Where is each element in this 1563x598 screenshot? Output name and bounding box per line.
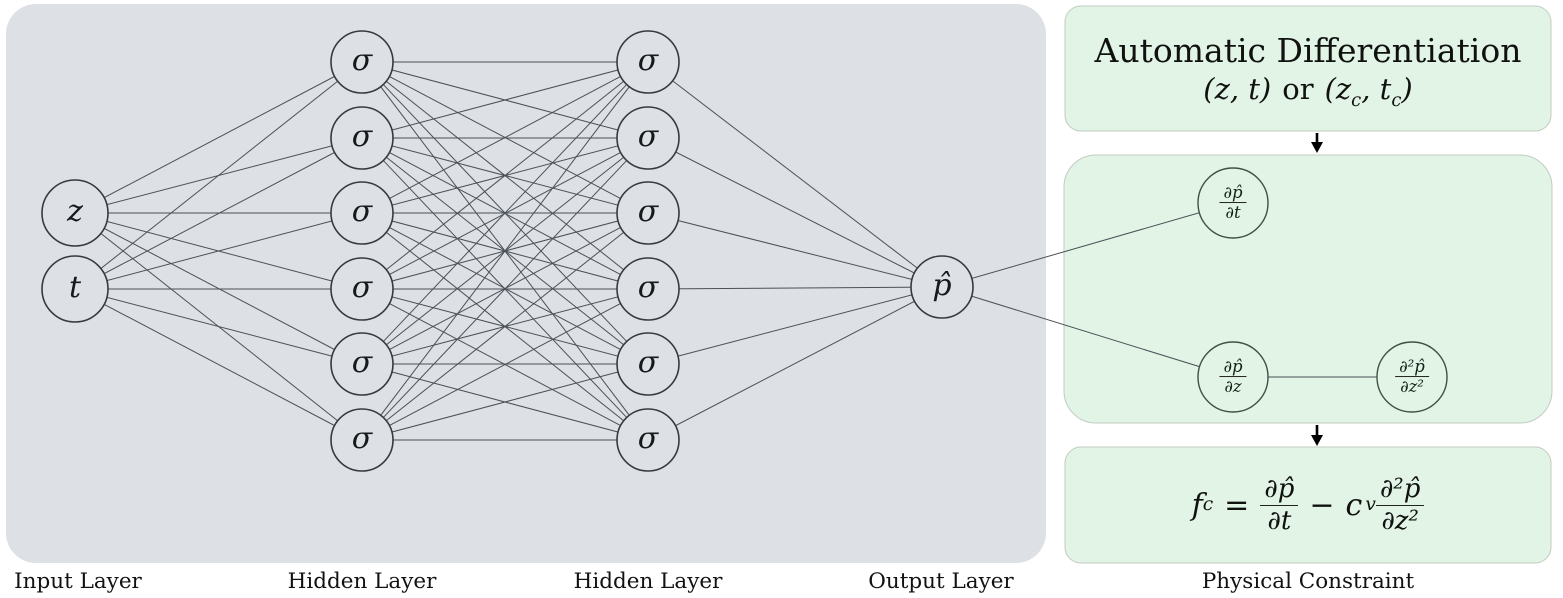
- output-node-phat: [910, 255, 974, 319]
- network-panel: [6, 4, 1046, 563]
- input-layer-label: Input Layer: [14, 569, 142, 594]
- dpdz-numerator: ∂p̂: [1219, 357, 1247, 378]
- deriv-node-d2pdz2: ∂²p̂∂z²: [1395, 357, 1429, 397]
- hidden-layer1-label: Hidden Layer: [287, 569, 437, 594]
- ad-expr-sub-c2: c: [1391, 89, 1402, 111]
- edge-hidden1-hidden2: [361, 61, 649, 441]
- hidden-layer2-label: Hidden Layer: [573, 569, 723, 594]
- deriv-node-dpdz: ∂p̂∂z: [1219, 357, 1247, 397]
- edge-input-hidden1: [74, 137, 363, 290]
- formula-frac2-num: ∂²p̂: [1375, 474, 1425, 506]
- dpdt-numerator: ∂p̂: [1219, 183, 1247, 204]
- hidden1-node-6: [330, 408, 394, 472]
- ad-expr-zc-open: (z: [1324, 71, 1352, 106]
- dpdz-denominator: ∂z: [1224, 377, 1242, 397]
- edge-hidden2-output: [647, 286, 943, 290]
- ad-expr-sub-c1: c: [1351, 89, 1362, 111]
- edge-hidden1-hidden2: [361, 61, 649, 365]
- deriv-box-bg: [1063, 154, 1553, 424]
- arrow-deriv-to-constraint-head: [1311, 435, 1323, 446]
- edge-output-dpdz: [941, 286, 1234, 378]
- ad-expr-close: ): [1401, 71, 1413, 106]
- edge-hidden2-output: [647, 286, 943, 441]
- hidden1-node-4: [330, 257, 394, 321]
- hidden2-node-5: [616, 332, 680, 396]
- input-node-t: [41, 255, 109, 323]
- physical-constraint-label: Physical Constraint: [1201, 569, 1415, 594]
- edge-hidden1-hidden2: [361, 61, 649, 139]
- edge-input-hidden1: [74, 61, 363, 290]
- hidden2-node-3: [616, 181, 680, 245]
- edge-hidden1-hidden2: [361, 288, 649, 441]
- formula-frac2-den: ∂z²: [1381, 505, 1419, 536]
- edge-hidden1-hidden2: [361, 61, 649, 214]
- hidden1-node-3: [330, 181, 394, 245]
- input-node-z: [41, 179, 109, 247]
- hidden2-node-4: [616, 257, 680, 321]
- formula-frac1-den: ∂t: [1267, 505, 1292, 536]
- ad-box-expression: (z, t)or(zc, tc): [1203, 71, 1413, 109]
- constraint-box-bg: [1064, 446, 1552, 564]
- deriv-node-dpdt: ∂p̂∂t: [1219, 183, 1247, 223]
- automatic-differentiation-box: Automatic Differentiation (z, t)or(zc, t…: [1065, 6, 1551, 131]
- hidden2-node-1: [616, 30, 680, 94]
- equals-sign: =: [1224, 487, 1250, 523]
- edge-input-hidden1: [74, 288, 363, 441]
- edge-input-hidden1: [74, 288, 363, 365]
- edge-hidden1-hidden2: [361, 212, 649, 441]
- edge-hidden2-output: [647, 137, 943, 288]
- formula-cv: c: [1345, 487, 1363, 523]
- ad-expr-or: or: [1282, 71, 1314, 106]
- output-layer-label: Output Layer: [868, 569, 1014, 594]
- minus-sign: −: [1309, 487, 1335, 523]
- edge-hidden2-output: [647, 212, 943, 288]
- edge-input-hidden1: [74, 212, 363, 290]
- d2pdz2-numerator: ∂²p̂: [1395, 357, 1429, 378]
- ad-expr-zt: (z, t): [1203, 71, 1272, 106]
- hidden2-node-2: [616, 106, 680, 170]
- hidden1-node-1: [330, 30, 394, 94]
- edge-hidden2-output: [647, 61, 943, 288]
- edge-hidden1-hidden2: [361, 363, 649, 441]
- hidden2-node-6: [616, 408, 680, 472]
- edge-input-hidden1: [74, 61, 363, 214]
- edge-output-dpdt: [941, 202, 1234, 288]
- dpdt-denominator: ∂t: [1225, 203, 1241, 223]
- formula-fc: f: [1191, 487, 1203, 523]
- arrow-ad-to-deriv-head: [1311, 142, 1323, 153]
- edge-hidden2-output: [647, 286, 943, 365]
- edge-hidden1-hidden2: [361, 61, 649, 290]
- d2pdz2-denominator: ∂z²: [1400, 377, 1424, 397]
- edge-hidden1-hidden2: [361, 137, 649, 441]
- ad-box-bg: [1064, 5, 1552, 132]
- hidden1-node-5: [330, 332, 394, 396]
- formula-frac1-num: ∂p̂: [1260, 474, 1299, 506]
- ad-expr-tc: , t: [1361, 71, 1392, 106]
- hidden1-node-2: [330, 106, 394, 170]
- ad-box-title: Automatic Differentiation: [1094, 31, 1522, 71]
